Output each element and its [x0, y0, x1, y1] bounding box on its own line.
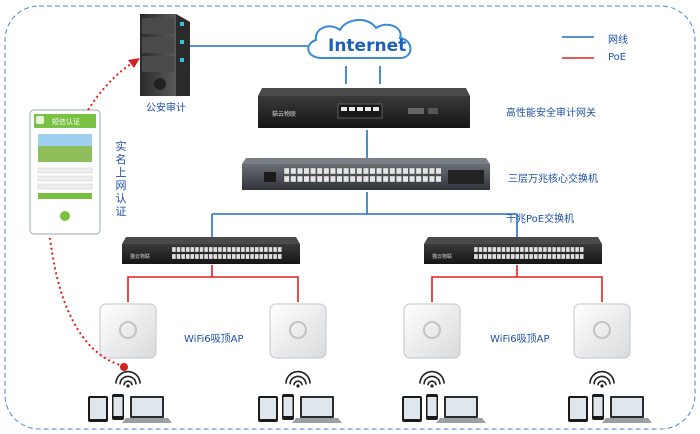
laptop-icon: [292, 396, 342, 423]
client-device-group: [568, 394, 652, 423]
diagram-frame: [4, 5, 696, 430]
tablet-icon: [568, 396, 588, 422]
auth-path-upper: [87, 61, 135, 111]
auth-vertical-char: 网: [115, 179, 127, 192]
wifi-signal-icon: [115, 370, 141, 388]
client-device-group: [402, 394, 486, 423]
core-switch-label: 三层万兆核心交换机: [508, 174, 598, 185]
auth-vertical-char: 实: [115, 140, 127, 153]
poe-right-brand: 猫云物联: [432, 253, 452, 260]
wifi-signals: [115, 370, 615, 388]
access-point-icon: [573, 303, 631, 359]
auth-vertical-label: 实名上网认证: [115, 140, 127, 218]
wifi-signal-icon: [589, 370, 615, 388]
auth-vertical-char: 认: [115, 192, 127, 205]
auth-origin-dot: [120, 363, 128, 371]
gateway-brand: 猫云物联: [272, 110, 296, 118]
legend-poe-label: PoE: [608, 52, 627, 63]
phone-title: 短信认证: [52, 117, 80, 126]
core-switch-ports: [283, 167, 442, 183]
ap-group-left-label: WiFi6吸顶AP: [184, 334, 244, 345]
client-device-group: [88, 394, 172, 423]
poe-switch-left-icon: [122, 237, 300, 264]
access-point-icon: [269, 303, 327, 359]
legend: [562, 36, 594, 59]
poe-switch-right-icon: [424, 237, 602, 264]
phone-icon: [592, 394, 604, 420]
client-device-group: [258, 394, 342, 423]
client-devices: [88, 394, 652, 423]
phone-icon: [282, 394, 294, 420]
auth-vertical-char: 证: [115, 205, 127, 218]
laptop-icon: [436, 396, 486, 423]
access-point-icon: [99, 303, 157, 359]
tablet-icon: [88, 396, 108, 422]
poe-switch-left-ports: [171, 246, 282, 260]
gateway-device-icon: [258, 88, 470, 128]
poe-left-brand: 猫云物联: [130, 253, 150, 260]
wifi-signal-icon: [285, 370, 311, 388]
laptop-icon: [602, 396, 652, 423]
smartphone-auth-icon: [29, 109, 101, 235]
phone-icon: [426, 394, 438, 420]
legend-lan-label: 网线: [608, 35, 628, 46]
auth-vertical-char: 名: [115, 153, 127, 166]
police-audit-label: 公安审计: [146, 103, 186, 114]
auth-vertical-char: 上: [115, 166, 127, 179]
arrow-head: [128, 58, 140, 68]
lan-links: [188, 45, 518, 237]
tablet-icon: [258, 396, 278, 422]
poe-links: [127, 265, 603, 302]
cloud-icon: [307, 19, 412, 59]
tablet-icon: [402, 396, 422, 422]
poe-switch-right-ports: [473, 246, 584, 260]
laptop-icon: [122, 396, 172, 423]
core-switch-icon: [242, 158, 490, 190]
access-point-icon: [403, 303, 461, 359]
ap-group-right-label: WiFi6吸顶AP: [490, 334, 550, 345]
wifi-signal-icon: [419, 370, 445, 388]
poe-switch-label: 千兆PoE交换机: [506, 214, 575, 225]
auth-path: [49, 237, 125, 367]
gateway-label: 高性能安全审计网关: [506, 108, 596, 119]
server-tower-icon: [140, 14, 190, 96]
internet-label: Internet: [328, 36, 406, 56]
phone-icon: [112, 394, 124, 420]
